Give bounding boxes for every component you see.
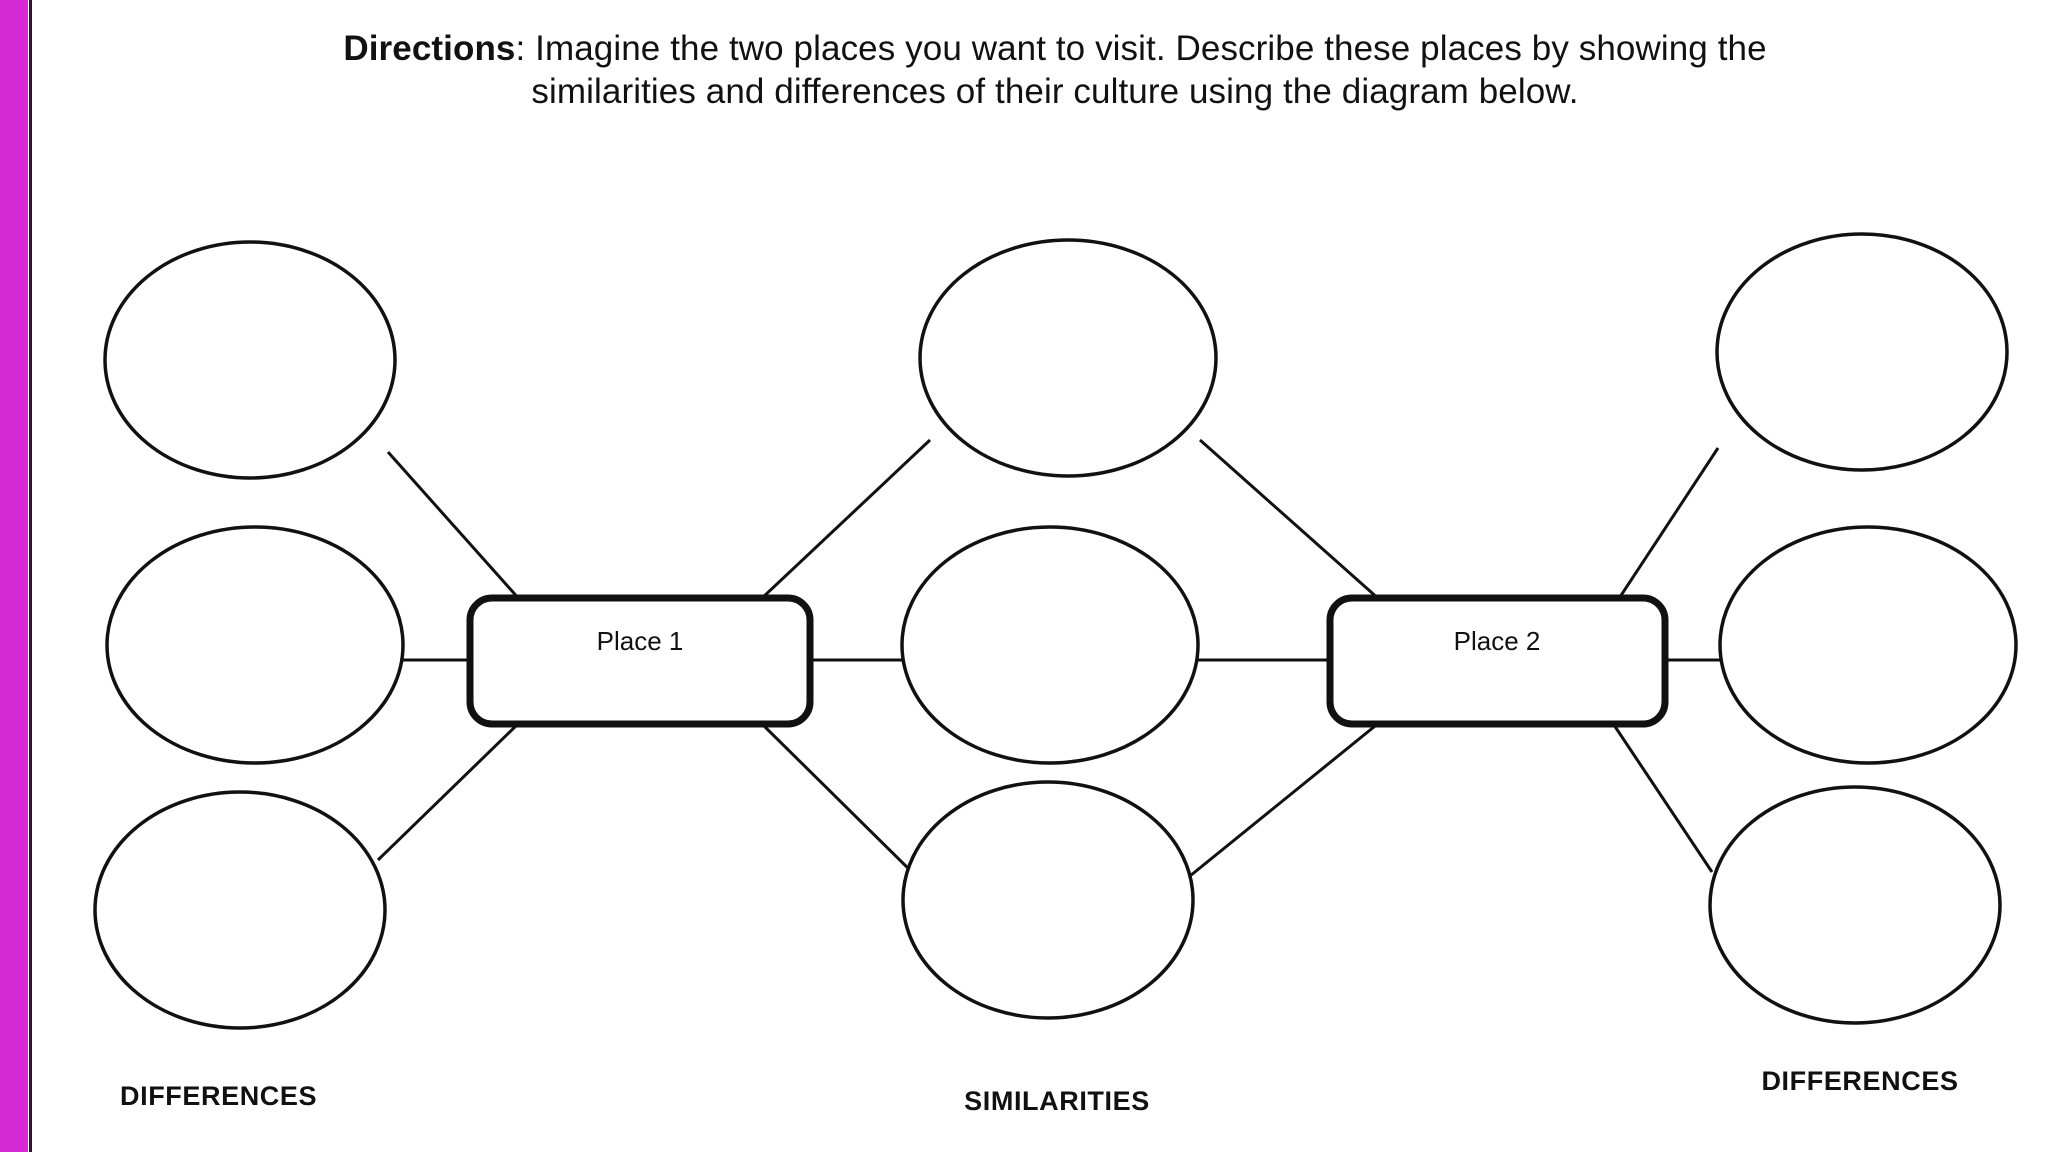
place-1-node[interactable]: Place 1 <box>466 594 814 728</box>
place-1-label: Place 1 <box>597 626 684 656</box>
right-bubble-top[interactable] <box>1715 232 2009 472</box>
accent-rule-dark <box>29 0 32 1152</box>
directions-line-1: Directions: Imagine the two places you w… <box>90 28 2020 71</box>
directions-line-1-rest: : Imagine the two places you want to vis… <box>515 29 1767 68</box>
center-bubble-middle[interactable] <box>900 525 1200 765</box>
connector-left-bottom-to-place1 <box>376 720 522 862</box>
right-bubble-bottom[interactable] <box>1708 785 2002 1025</box>
connector-center-bottom-to-place2 <box>1184 720 1381 882</box>
left-bubble-middle[interactable] <box>105 525 405 765</box>
connector-place1-to-center-top <box>758 438 932 602</box>
connector-left-top-to-place1 <box>386 451 522 601</box>
zone-label-differences-left: DIFFERENCES <box>120 1081 317 1111</box>
connector-lines <box>376 438 1730 882</box>
place-2-box[interactable] <box>1326 594 1669 728</box>
accent-bar-magenta <box>0 0 28 1152</box>
center-bubble-top[interactable] <box>918 238 1218 478</box>
directions-lead: Directions <box>343 29 516 68</box>
right-bubble-middle[interactable] <box>1718 525 2018 765</box>
center-bubble-bottom[interactable] <box>901 780 1195 1020</box>
left-bubble-bottom[interactable] <box>93 790 387 1030</box>
left-bubble-top[interactable] <box>103 240 397 480</box>
directions-line-2: similarities and differences of their cu… <box>531 71 1579 111</box>
place-2-node[interactable]: Place 2 <box>1326 594 1669 728</box>
zone-label-differences-right: DIFFERENCES <box>1761 1066 1958 1096</box>
place-1-box[interactable] <box>466 594 814 728</box>
place-2-label: Place 2 <box>1454 626 1541 656</box>
connector-place2-to-right-bottom <box>1610 721 1714 873</box>
connector-place1-to-center-bottom <box>758 720 922 882</box>
directions-text: Directions: Imagine the two places you w… <box>90 28 2020 113</box>
zone-label-similarities: SIMILARITIES <box>964 1086 1150 1116</box>
connector-place2-to-right-top <box>1616 447 1720 601</box>
connector-center-top-to-place2 <box>1199 438 1381 602</box>
